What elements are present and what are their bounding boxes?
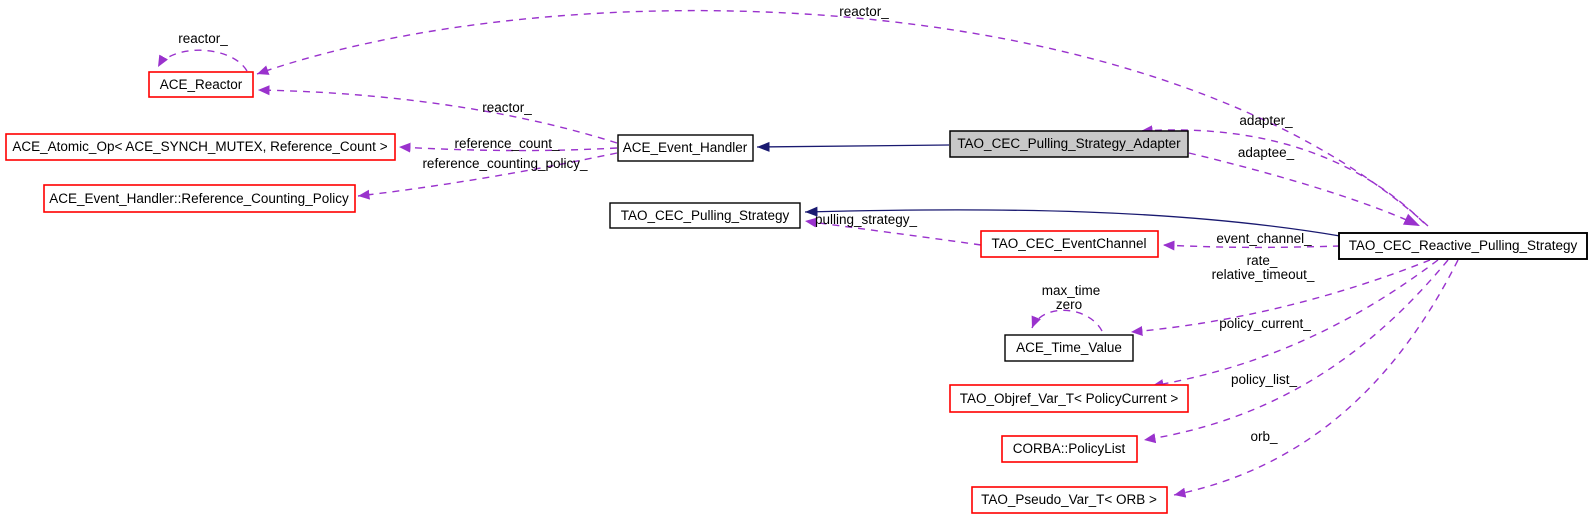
node-label: TAO_CEC_Pulling_Strategy_Adapter [957,136,1181,151]
edge-reactor-self-loop [157,49,248,72]
edge-policy-list [1143,259,1449,444]
node-label: ACE_Event_Handler::Reference_Counting_Po… [49,191,349,206]
edge-reference-count [398,142,618,153]
edge-label-reactor-top: reactor_ [839,4,889,19]
edge-label-max-time: max_time [1042,283,1101,298]
edge-inherit-reactive-pulling-strategy [804,206,1341,237]
edge-label-reactor-self: reactor_ [178,31,228,46]
edge-label-adapter: adapter_ [1239,113,1293,128]
node-label: CORBA::PolicyList [1013,441,1126,456]
edge-adaptee [1188,152,1421,227]
node-label: TAO_Objref_Var_T< PolicyCurrent > [960,391,1179,406]
node-box [617,134,754,162]
edge-label-reference-count: reference_count_ [454,136,560,151]
edge-label-policy-current: policy_current_ [1219,316,1311,331]
node-box [949,384,1189,413]
edge-label-pulling-strategy: pulling_strategy_ [815,212,918,227]
node-pseudo-var[interactable]: TAO_Pseudo_Var_T< ORB > [971,486,1168,514]
node-ace-time-value[interactable]: ACE_Time_Value [1004,334,1134,362]
node-reactive-pulling-strategy[interactable]: TAO_CEC_Reactive_Pulling_Strategy [1338,232,1588,260]
node-box [148,71,254,98]
node-label: ACE_Reactor [160,77,243,92]
edge-label-adaptee: adaptee_ [1238,145,1295,160]
node-ace-reactor[interactable]: ACE_Reactor [148,71,254,98]
edge-adapter [1140,125,1425,224]
edge-inherit-adapter-event-handler [756,141,950,152]
node-box [43,184,356,213]
edge-policy-current [1151,259,1439,389]
edge-reactor-mid [257,85,618,144]
node-pulling-strategy[interactable]: TAO_CEC_Pulling_Strategy [609,202,801,229]
edge-pulling-strategy [804,217,982,246]
edge-label-zero: zero [1056,297,1082,312]
edge-label-relative-timeout: relative_timeout_ [1212,267,1315,282]
edge-label-policy-list: policy_list_ [1231,372,1298,387]
node-label: TAO_CEC_EventChannel [991,236,1146,251]
edge-reactor-top [256,9,1429,227]
node-box [971,486,1168,514]
node-ace-atomic-op[interactable]: ACE_Atomic_Op< ACE_SYNCH_MUTEX, Referenc… [5,133,396,161]
edge-label-orb: orb_ [1250,429,1278,444]
node-label: TAO_CEC_Pulling_Strategy [621,208,790,223]
node-objref-var[interactable]: TAO_Objref_Var_T< PolicyCurrent > [949,384,1189,413]
edge-label-event-channel: event_channel_ [1216,231,1312,246]
node-label: TAO_Pseudo_Var_T< ORB > [981,492,1157,507]
edge-orb [1173,259,1459,498]
edge-label-rate: rate_ [1247,253,1278,268]
node-reference-counting-policy[interactable]: ACE_Event_Handler::Reference_Counting_Po… [43,184,356,213]
node-box [5,133,396,161]
node-box [1001,435,1138,463]
node-box [949,130,1189,158]
edge-label-reactor-mid: reactor_ [482,100,532,115]
node-box [980,230,1159,258]
node-box [1338,232,1588,260]
node-ace-event-handler[interactable]: ACE_Event_Handler [617,134,754,162]
edge-reference-counting-policy [357,152,618,200]
node-label: ACE_Event_Handler [623,140,748,155]
edge-time-value-self-loop [1031,309,1103,332]
node-policy-list[interactable]: CORBA::PolicyList [1001,435,1138,463]
node-label: ACE_Time_Value [1016,340,1122,355]
node-pulling-strategy-adapter[interactable]: TAO_CEC_Pulling_Strategy_Adapter [949,130,1189,158]
node-event-channel[interactable]: TAO_CEC_EventChannel [980,230,1159,258]
node-label: ACE_Atomic_Op< ACE_SYNCH_MUTEX, Referenc… [12,139,387,154]
edge-label-reference-counting-policy: reference_counting_policy_ [422,156,588,171]
node-box [1004,334,1134,362]
node-label: TAO_CEC_Reactive_Pulling_Strategy [1349,238,1578,253]
node-box [609,202,801,229]
